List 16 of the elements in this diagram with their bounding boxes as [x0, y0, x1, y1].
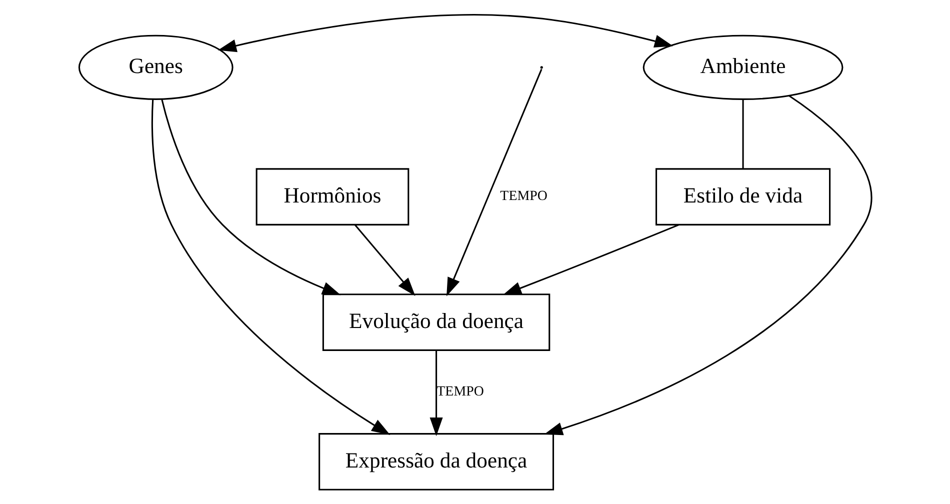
node-box: Estilo de vida: [655, 168, 830, 226]
arrow: [502, 224, 679, 296]
connector: [742, 100, 744, 169]
node-box: Expressão da doença: [318, 433, 554, 490]
arrow: [150, 99, 390, 435]
edge-label: TEMPO: [500, 189, 547, 204]
arrow: [354, 224, 415, 296]
arrow: [217, 14, 673, 52]
arrow: [446, 68, 542, 296]
arrow: [544, 95, 872, 436]
node-ellipse: Genes: [78, 34, 233, 100]
node-box: Hormônios: [255, 168, 409, 226]
edge-label: TEMPO: [436, 384, 484, 400]
node-box: Evolução da doença: [322, 294, 550, 351]
arrow: [160, 99, 340, 296]
arrow: [429, 350, 442, 436]
